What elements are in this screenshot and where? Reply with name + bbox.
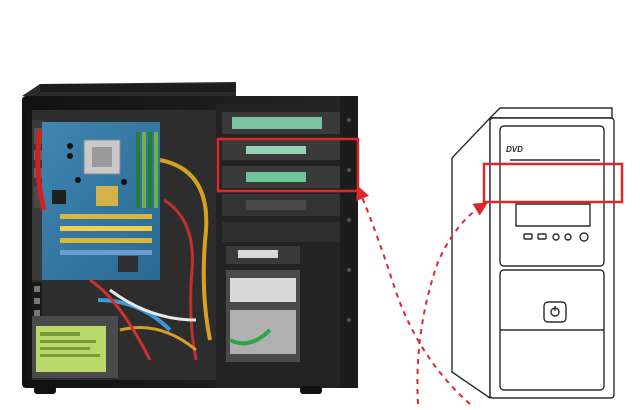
cable-bundle <box>89 158 212 361</box>
dvd-logo: DVD <box>506 145 523 154</box>
power-supply <box>32 316 118 378</box>
highlight-box-open-case <box>216 137 360 193</box>
dashed-arrow-icon-left <box>356 185 471 405</box>
drive-cage <box>216 104 346 388</box>
power-button-icon <box>543 301 567 323</box>
highlight-box-outline <box>482 162 624 204</box>
open-pc-case <box>22 82 358 394</box>
motherboard <box>42 122 160 280</box>
red-cable <box>35 129 47 211</box>
dashed-arrow-icon-right <box>416 202 488 405</box>
pc-outline-sketch <box>451 107 615 399</box>
case-screw-holes <box>347 118 351 322</box>
